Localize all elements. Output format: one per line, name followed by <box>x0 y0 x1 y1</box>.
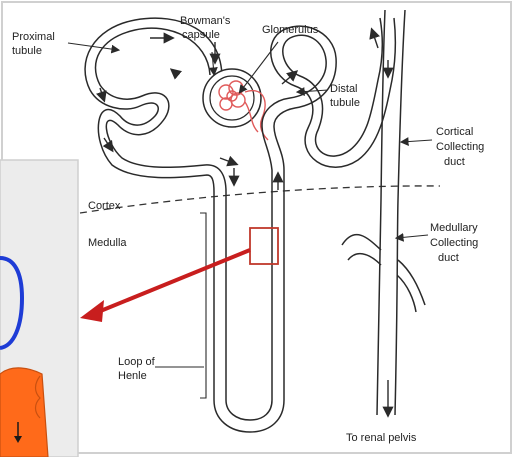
medulla-label: Medulla <box>88 237 127 249</box>
to-renal-pelvis-label: To renal pelvis <box>346 432 417 444</box>
inset-zoom-panel <box>0 160 78 457</box>
glomerulus-label: Glomerulus <box>262 24 319 36</box>
cortex-label: Cortex <box>88 200 121 212</box>
